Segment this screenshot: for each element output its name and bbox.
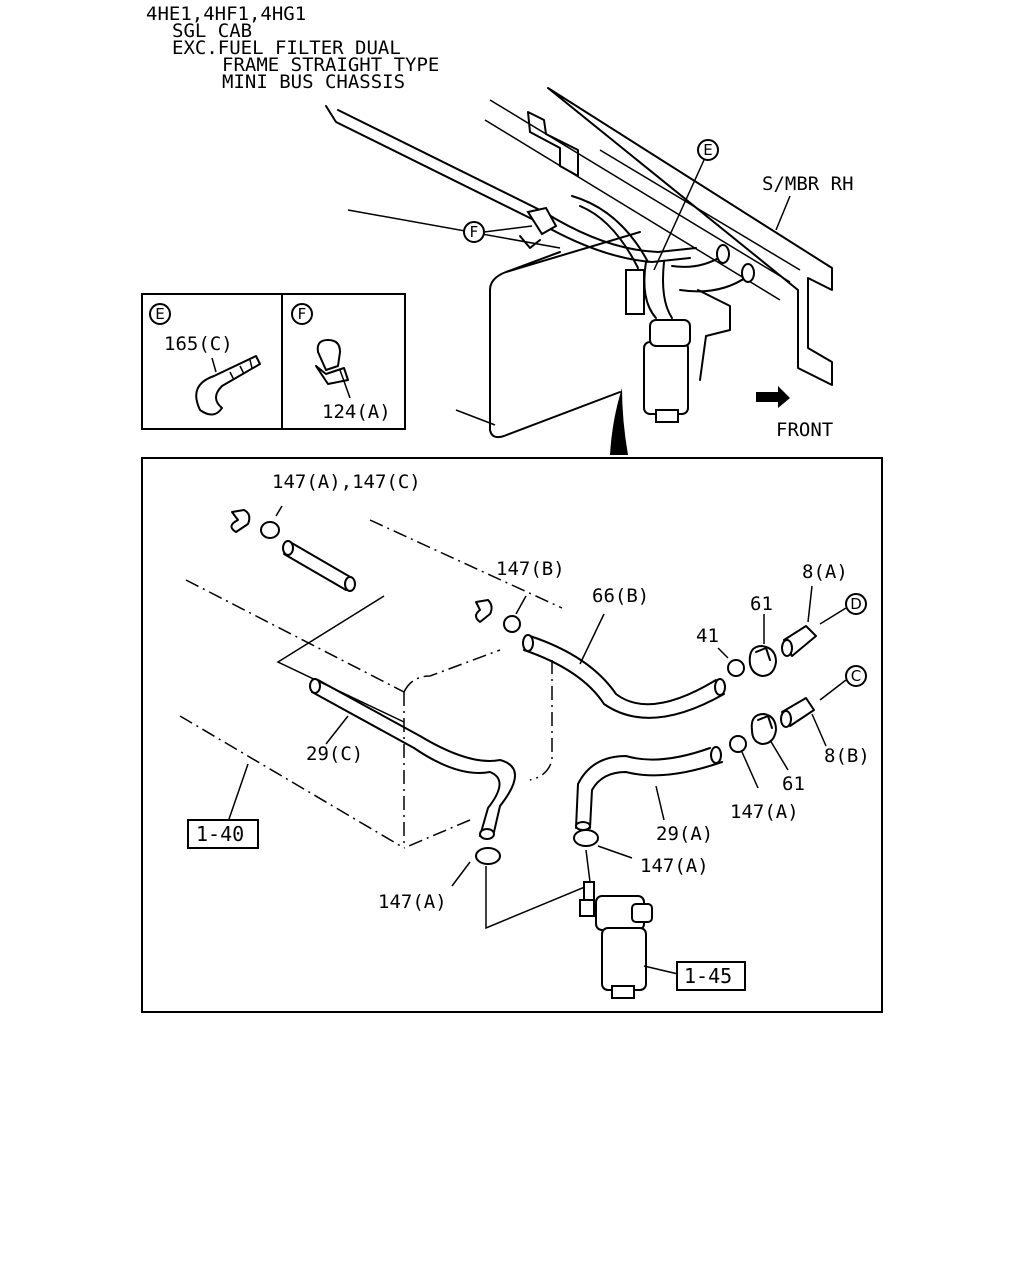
hose-clip-icon xyxy=(315,339,349,385)
detail-e-part-label: 165(C) xyxy=(164,333,233,355)
side-member-rh xyxy=(484,87,833,386)
clamp-147a-filter xyxy=(573,829,633,859)
label-61-lower: 61 xyxy=(782,773,805,795)
callout-d-letter: D xyxy=(850,595,862,613)
clamp-61-lower xyxy=(750,713,789,771)
label-147a-right: 147(A) xyxy=(730,801,799,823)
clamp-147a-right xyxy=(729,735,759,789)
clamp-61-upper xyxy=(748,614,777,677)
header-block: 4HE1,4HF1,4HG1 SGL CAB EXC.FUEL FILTER D… xyxy=(146,3,439,93)
clamp-41 xyxy=(717,647,745,677)
ref-box-tank xyxy=(187,819,259,849)
fuel-filter-exploded xyxy=(579,849,679,999)
tank-context-lines xyxy=(179,519,563,849)
detail-box-e: E 165(C) xyxy=(141,293,283,430)
ref-box-filter xyxy=(676,961,746,991)
hose-66b xyxy=(522,613,726,719)
label-147a-filter: 147(A) xyxy=(640,855,709,877)
hose-segment-top xyxy=(276,540,405,723)
label-66b: 66(B) xyxy=(592,585,649,607)
front-label: FRONT xyxy=(776,419,833,441)
detail-e-letter: E xyxy=(155,305,164,323)
callout-c-letter: C xyxy=(851,667,861,685)
detail-f-part-label: 124(A) xyxy=(322,401,391,423)
clamp-147b xyxy=(475,595,527,633)
detail-pointer-arrow xyxy=(610,388,628,455)
label-8b: 8(B) xyxy=(824,745,870,767)
label-8a: 8(A) xyxy=(802,561,848,583)
frame-bracket xyxy=(527,111,579,177)
label-147a-lower-left: 147(A) xyxy=(378,891,447,913)
callout-f-letter: F xyxy=(470,223,479,241)
clamp-147a-lower-left xyxy=(451,847,593,930)
label-147a-147c: 147(A),147(C) xyxy=(272,471,421,493)
frame-type-text: FRAME STRAIGHT TYPE xyxy=(222,54,439,76)
chassis-type-text: MINI BUS CHASSIS xyxy=(222,71,405,93)
exploded-view-panel: 147(A),147(C) 147(B) 66(B) xyxy=(141,457,883,1013)
hose-29c xyxy=(309,678,516,840)
clamp-top-left xyxy=(230,505,283,539)
overview-illustration: E F S/MBR RH FRONT xyxy=(325,87,854,455)
ref-filter-text: 1-45 xyxy=(684,964,732,988)
label-29a: 29(A) xyxy=(656,823,713,845)
cable-tie-icon xyxy=(195,355,261,416)
detail-f-letter: F xyxy=(298,305,307,323)
callout-e-overview xyxy=(697,139,719,161)
hose-29a xyxy=(575,746,723,831)
label-29c: 29(C) xyxy=(306,743,363,765)
callout-c xyxy=(845,665,867,687)
engine-models-text: 4HE1,4HF1,4HG1 xyxy=(146,3,306,25)
sleeve-8a xyxy=(781,585,847,657)
clip-f-overview xyxy=(526,206,558,236)
front-arrow xyxy=(756,386,790,408)
ref-tank-text: 1-40 xyxy=(196,822,244,846)
detail-box-f: F 124(A) xyxy=(281,293,406,430)
fuel-filter-exclusion-text: EXC.FUEL FILTER DUAL xyxy=(172,37,401,59)
callout-d xyxy=(845,593,867,615)
side-member-label: S/MBR RH xyxy=(762,173,854,195)
callout-e-letter: E xyxy=(703,141,712,159)
fuel-filter-overview xyxy=(625,261,731,423)
label-41: 41 xyxy=(696,625,719,647)
cab-type-text: SGL CAB xyxy=(172,20,252,42)
sleeve-8b xyxy=(780,679,847,747)
label-147b: 147(B) xyxy=(496,558,565,580)
label-61-upper: 61 xyxy=(750,593,773,615)
